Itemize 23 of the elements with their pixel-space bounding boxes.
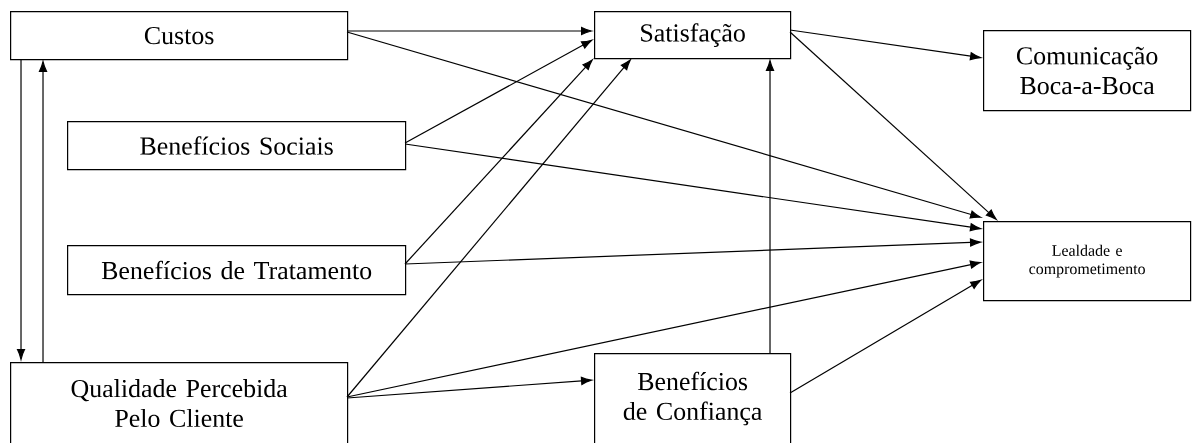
arrow — [404, 59, 593, 265]
arrow — [346, 260, 981, 398]
arrow — [789, 29, 981, 61]
arrow — [789, 31, 997, 220]
arrow — [765, 60, 775, 354]
arrow — [404, 39, 593, 144]
concept-box: Benefícios de Confiança — [594, 353, 792, 443]
arrow — [404, 238, 981, 265]
concept-box: Comunicação Boca-a-Boca — [983, 30, 1192, 112]
concept-box: Benefícios Sociais — [67, 121, 407, 171]
arrow — [346, 31, 982, 219]
arrow — [404, 143, 981, 232]
arrow — [16, 58, 26, 360]
arrow — [789, 279, 982, 394]
arrow — [346, 59, 631, 398]
concept-box: Benefícios de Tratamento — [67, 245, 407, 296]
concept-box: Lealdade e comprometimento — [983, 221, 1192, 302]
arrow — [38, 61, 48, 363]
arrow — [346, 376, 592, 399]
concept-box: Qualidade Percebida Pelo Cliente — [10, 362, 349, 443]
concept-box: Satisfação — [594, 11, 792, 60]
concept-box: Custos — [10, 11, 349, 61]
arrow — [346, 26, 592, 36]
